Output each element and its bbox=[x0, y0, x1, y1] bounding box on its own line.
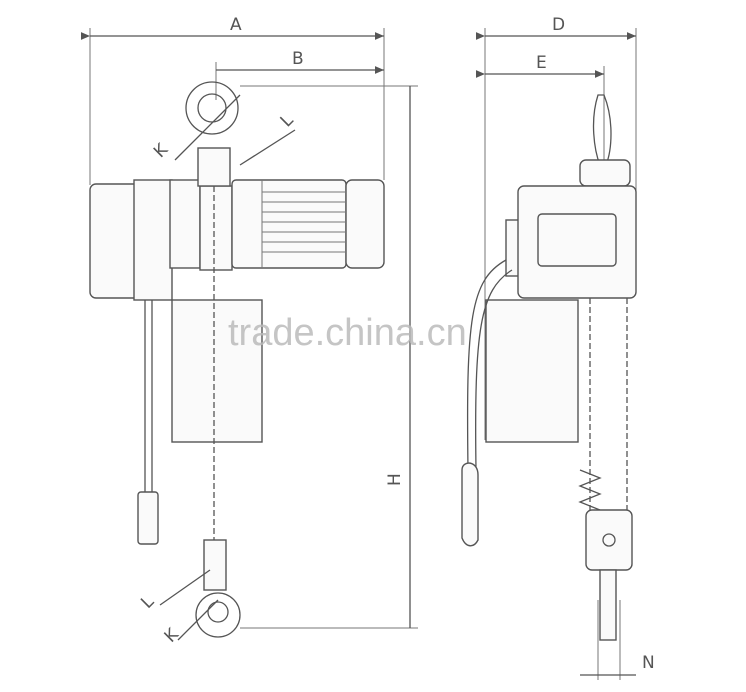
dimension-d: D bbox=[475, 15, 637, 440]
label-b: B bbox=[292, 49, 304, 69]
label-a: A bbox=[230, 15, 242, 35]
dimension-n: N bbox=[580, 600, 655, 680]
dimension-b: B bbox=[215, 49, 384, 100]
label-k-top: K bbox=[150, 139, 173, 162]
dimension-h: H bbox=[240, 85, 418, 629]
label-e: E bbox=[536, 53, 547, 73]
label-l-top: L bbox=[277, 110, 298, 131]
dimension-a: A bbox=[80, 15, 385, 185]
hoist-side-view bbox=[461, 94, 637, 641]
label-n: N bbox=[642, 653, 655, 673]
label-h: H bbox=[385, 473, 405, 486]
hoist-front-view bbox=[89, 81, 385, 638]
watermark: trade.china.cn bbox=[228, 312, 467, 354]
label-d: D bbox=[552, 15, 565, 35]
label-k-bottom: K bbox=[161, 624, 184, 647]
label-l-bottom: L bbox=[137, 592, 158, 613]
